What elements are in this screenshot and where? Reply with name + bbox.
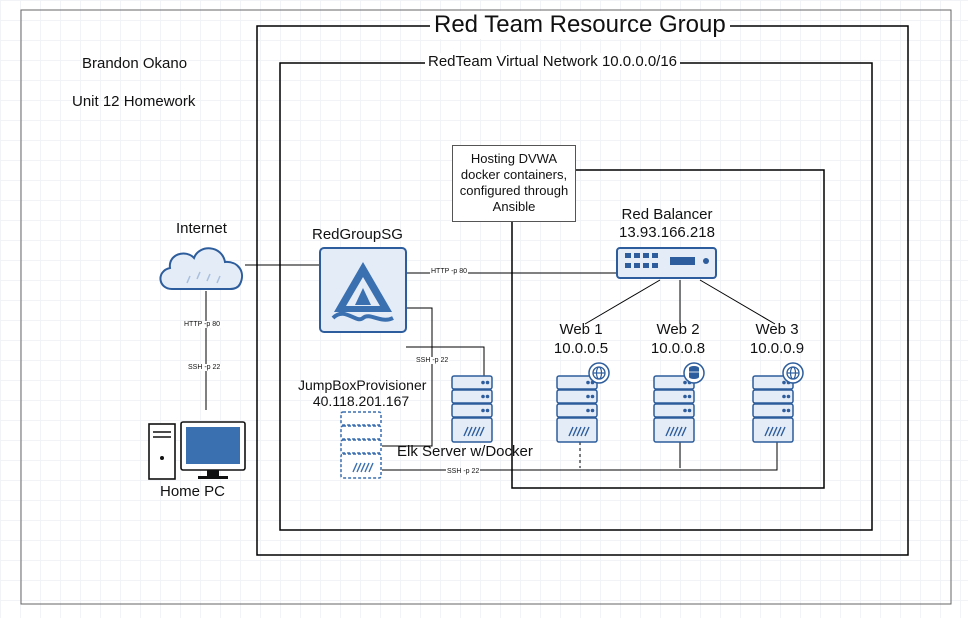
home-pc-label: Home PC bbox=[160, 483, 226, 500]
web3-ip: 10.0.0.9 bbox=[749, 340, 805, 357]
web3-label: Web 3 bbox=[755, 321, 799, 338]
connection-label: HTTP -p 80 bbox=[183, 321, 222, 328]
web-subnet-box bbox=[511, 169, 825, 489]
security-group-label: RedGroupSG bbox=[312, 226, 403, 243]
balancer-label: Red Balancer bbox=[621, 206, 713, 223]
jumpbox-label: JumpBoxProvisioner bbox=[298, 377, 427, 393]
web2-label: Web 2 bbox=[656, 321, 700, 338]
network-security-group-icon bbox=[319, 247, 407, 333]
outer-frame bbox=[20, 9, 952, 605]
assignment-name: Unit 12 Homework bbox=[72, 93, 196, 110]
jumpbox-ip: 40.118.201.167 bbox=[312, 393, 410, 409]
internet-label: Internet bbox=[176, 220, 227, 237]
web2-server-icon bbox=[654, 376, 694, 442]
globe-icon bbox=[588, 362, 610, 384]
load-balancer-icon bbox=[616, 247, 717, 279]
balancer-ip: 13.93.166.218 bbox=[619, 224, 715, 241]
connection-label: SSH -p 22 bbox=[187, 364, 222, 371]
vnet-title: RedTeam Virtual Network 10.0.0.0/16 bbox=[425, 53, 681, 70]
web1-label: Web 1 bbox=[559, 321, 603, 338]
elk-server-icon bbox=[452, 376, 492, 442]
cloud-icon bbox=[159, 247, 244, 290]
web1-server-icon bbox=[557, 376, 597, 442]
elk-label: Elk Server w/Docker bbox=[397, 443, 533, 460]
desktop-computer-icon bbox=[148, 421, 246, 480]
connection-label: HTTP -p 80 bbox=[430, 268, 469, 275]
author-name: Brandon Okano bbox=[82, 55, 188, 72]
connection-label: SSH -p 22 bbox=[446, 468, 481, 475]
globe-icon bbox=[782, 362, 804, 384]
resource-group-title: Red Team Resource Group bbox=[430, 11, 730, 39]
connection-label: SSH -p 22 bbox=[415, 357, 450, 364]
web3-server-icon bbox=[753, 376, 793, 442]
jumpbox-server-icon bbox=[340, 411, 382, 479]
database-icon bbox=[683, 362, 705, 384]
dvwa-note: Hosting DVWA docker containers, configur… bbox=[452, 145, 576, 222]
web2-ip: 10.0.0.8 bbox=[650, 340, 706, 357]
web1-ip: 10.0.0.5 bbox=[553, 340, 609, 357]
